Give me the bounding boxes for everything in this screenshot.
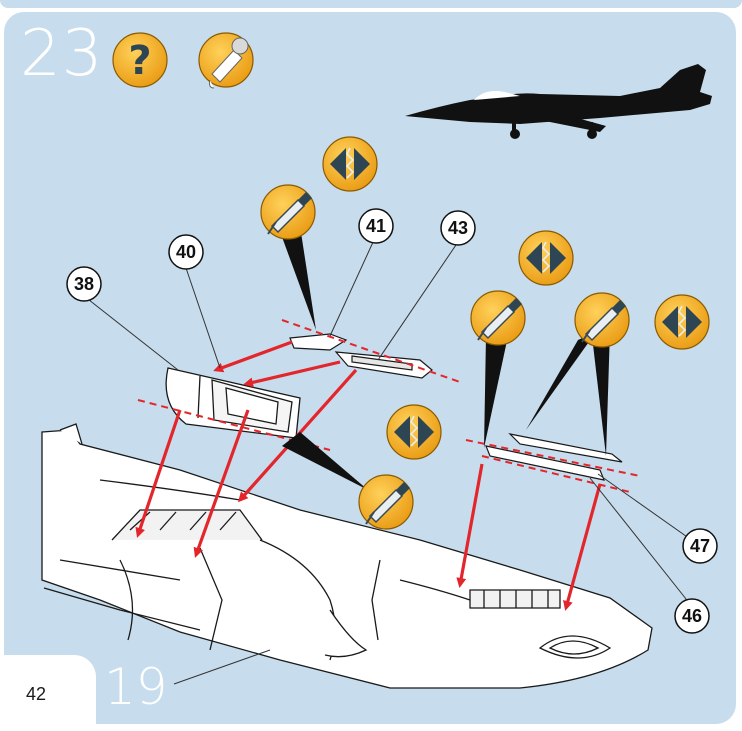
callout-leaders [83, 239, 701, 685]
part-47 [508, 433, 623, 463]
callout-47: 47 [682, 528, 718, 564]
part-41 [289, 333, 348, 351]
sub-step-number: 19 [104, 658, 168, 716]
sanding-icon [386, 404, 442, 460]
svg-text:46: 46 [682, 606, 702, 626]
callout-40: 40 [168, 234, 204, 270]
svg-text:47: 47 [690, 536, 710, 556]
top-strip [0, 0, 742, 8]
sanding-icon [322, 136, 378, 192]
svg-text:41: 41 [366, 216, 386, 236]
pointer-wedges [278, 226, 610, 490]
part-46 [485, 445, 605, 481]
svg-text:?: ? [128, 38, 151, 84]
cutter-icon [260, 184, 316, 240]
page-number: 42 [26, 684, 47, 704]
cutter-icon [574, 292, 630, 348]
sanding-icon [654, 294, 710, 350]
fuselage [41, 423, 653, 689]
cutter-icon [470, 290, 526, 346]
callout-43: 43 [440, 210, 476, 246]
cutter-icon [358, 474, 414, 530]
svg-text:40: 40 [176, 242, 196, 262]
part-43 [334, 351, 433, 379]
svg-text:43: 43 [448, 218, 468, 238]
aircraft-silhouette-icon [405, 64, 712, 139]
page-tab [0, 655, 96, 731]
guide-lines [137, 319, 641, 493]
svg-text:38: 38 [74, 274, 94, 294]
sanding-icon [518, 230, 574, 286]
step-number: 23 [20, 17, 104, 91]
callout-38: 38 [66, 266, 102, 302]
assembly-arrows [135, 340, 602, 611]
canopy-part [165, 367, 301, 439]
question-icon: ? [112, 32, 168, 88]
callout-41: 41 [358, 208, 394, 244]
glue-icon [198, 32, 254, 89]
callout-46: 46 [674, 598, 710, 634]
